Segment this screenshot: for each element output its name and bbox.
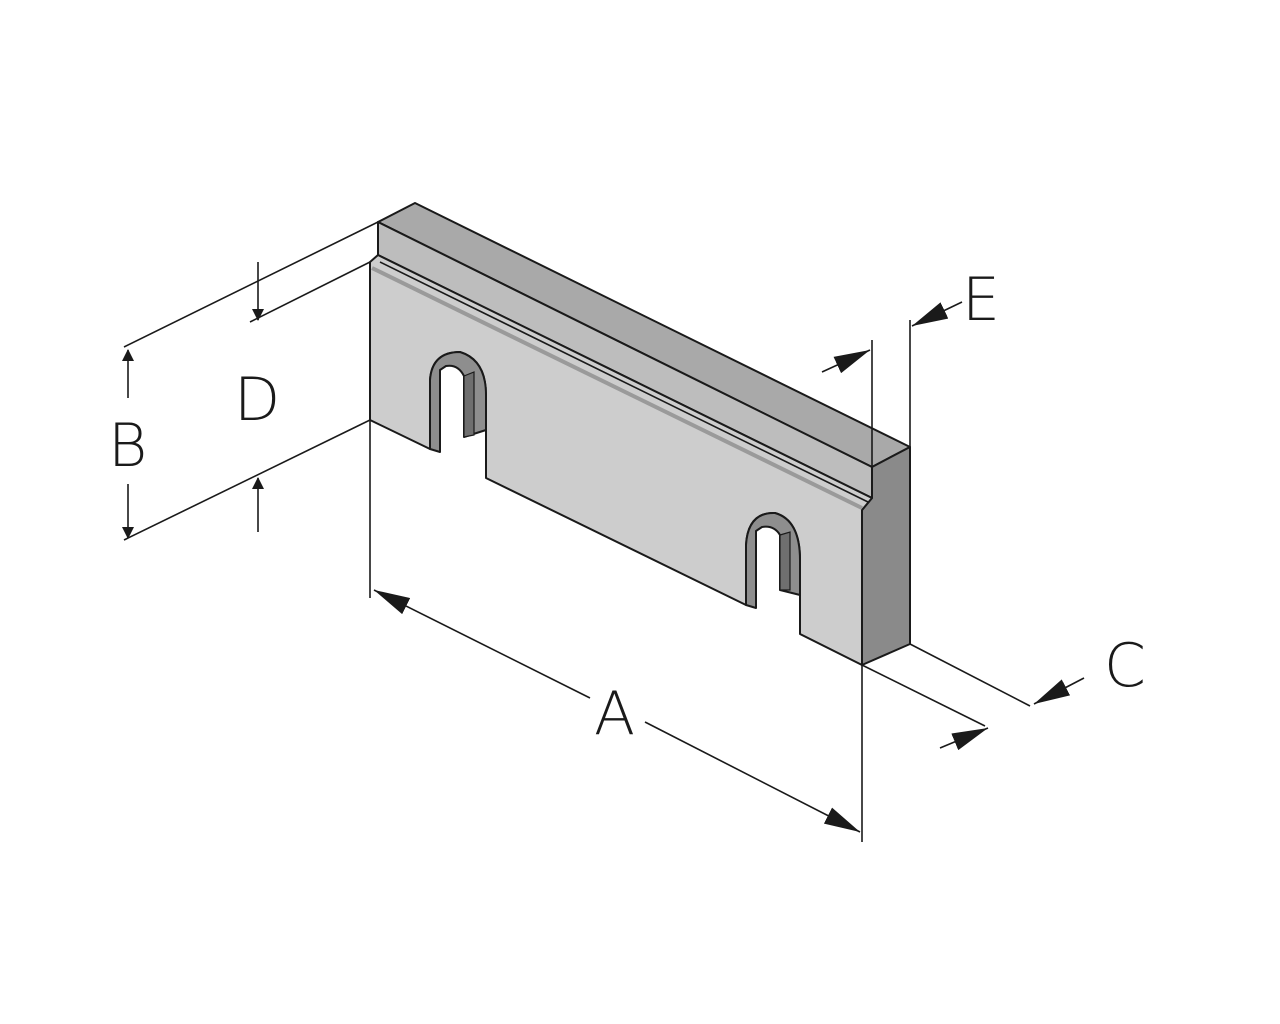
lip-groove	[371, 266, 863, 510]
label-d: D	[234, 365, 280, 435]
dim-a-line	[373, 589, 591, 699]
label-e: E	[962, 265, 1000, 335]
jaw-plate	[369, 202, 911, 666]
dim-e-line	[821, 349, 871, 374]
dim-c-line	[1033, 677, 1085, 705]
label-b: B	[108, 411, 147, 481]
dimension-lines	[122, 221, 1085, 842]
left-cutout	[429, 351, 487, 453]
label-c: C	[1104, 631, 1146, 701]
label-a: A	[594, 679, 635, 749]
right-cutout	[745, 511, 801, 609]
